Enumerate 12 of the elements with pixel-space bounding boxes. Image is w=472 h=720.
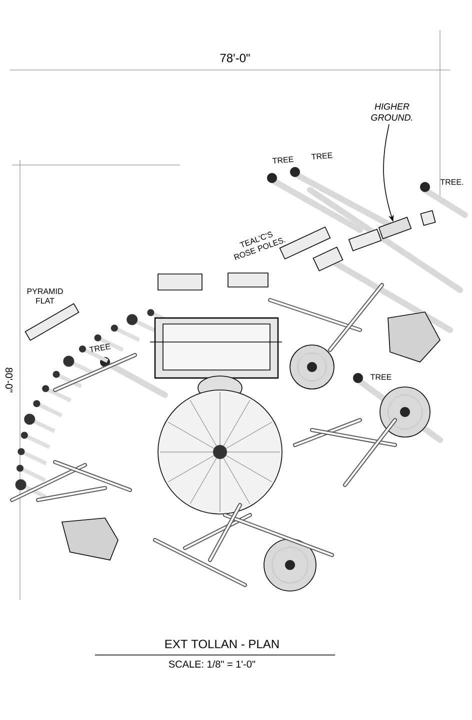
- label-text: TREE: [311, 152, 333, 160]
- label-text: TREE: [370, 374, 392, 380]
- title: EXT TOLLAN - PLAN: [165, 640, 279, 648]
- label-text: TREE.: [440, 179, 464, 185]
- label-text: SCALE: 1/8" = 1'-0": [168, 660, 256, 668]
- label-text: PYRAMID FLAT: [27, 288, 63, 304]
- label-text: 78'-0": [220, 54, 250, 62]
- note-text: HIGHER GROUND.: [371, 103, 412, 121]
- label-text: TREE: [272, 156, 294, 164]
- label-text: 80'-0": [5, 368, 13, 392]
- label-text: TREE: [89, 344, 111, 352]
- block: [378, 216, 412, 240]
